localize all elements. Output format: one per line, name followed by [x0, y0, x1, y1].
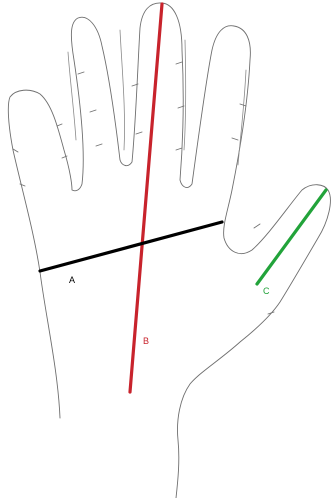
joint-tick [240, 104, 246, 106]
measurement-line-b [130, 4, 162, 392]
label-b: B [143, 336, 149, 346]
joint-ticks [13, 62, 274, 314]
label-a: A [69, 275, 75, 285]
joint-tick [176, 62, 182, 64]
measurement-line-c [257, 190, 326, 284]
joint-tick [254, 224, 260, 228]
joint-tick [20, 184, 25, 186]
joint-tick [90, 110, 96, 112]
label-c: C [263, 286, 270, 296]
joint-tick [136, 132, 142, 134]
joint-tick [78, 72, 84, 74]
middle-finger-crease [120, 30, 125, 150]
measurement-line-a [40, 222, 222, 271]
joint-tick [176, 148, 182, 150]
ring-finger-crease [184, 40, 186, 150]
joint-tick [96, 144, 102, 146]
joint-tick [57, 124, 62, 126]
joint-tick [232, 138, 238, 140]
